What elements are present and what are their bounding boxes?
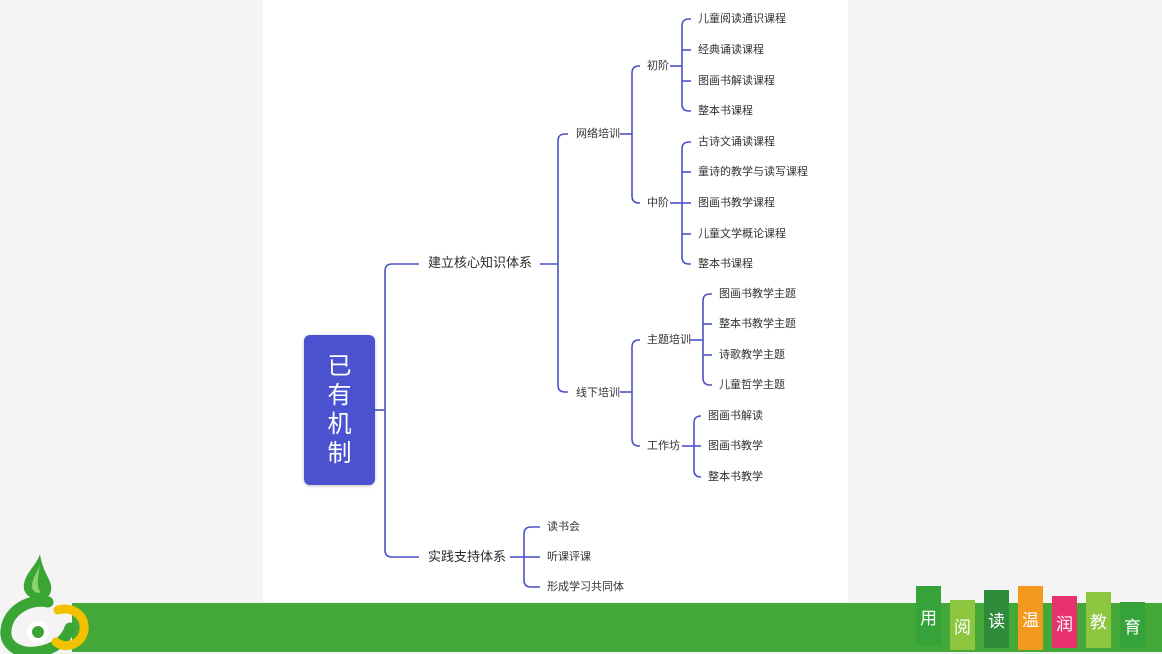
- leaf-node[interactable]: 图画书解读课程: [698, 74, 775, 87]
- mindmap-canvas: [263, 0, 848, 602]
- leaf-node[interactable]: 古诗文诵读课程: [698, 135, 775, 148]
- slogan-char-tile: 润: [1052, 596, 1077, 648]
- slogan-char-tile: 温: [1018, 586, 1043, 650]
- slogan-char-tile: 教: [1086, 592, 1111, 648]
- node-core-knowledge-system[interactable]: 建立核心知识体系: [428, 256, 533, 271]
- slogan-char-tile: 读: [984, 590, 1009, 648]
- node-beginner[interactable]: 初阶: [647, 59, 669, 72]
- leaf-node[interactable]: 儿童哲学主题: [719, 378, 785, 391]
- leaf-node[interactable]: 图画书解读: [708, 409, 763, 422]
- slogan-banner: 用阅读温润教育: [916, 586, 1156, 650]
- leaf-node[interactable]: 整本书教学主题: [719, 317, 796, 330]
- leaf-node[interactable]: 整本书课程: [698, 257, 753, 270]
- node-online-training[interactable]: 网络培训: [576, 127, 620, 140]
- leaf-node[interactable]: 诗歌教学主题: [719, 348, 785, 361]
- leaf-node[interactable]: 童诗的教学与读写课程: [698, 165, 808, 178]
- leaf-node[interactable]: 整本书课程: [698, 104, 753, 117]
- leaf-node[interactable]: 儿童阅读通识课程: [698, 12, 786, 25]
- node-lesson-review[interactable]: 听课评课: [547, 550, 591, 563]
- node-practice-support-system[interactable]: 实践支持体系: [428, 550, 507, 565]
- node-reading-club[interactable]: 读书会: [547, 520, 580, 533]
- leaf-node[interactable]: 图画书教学主题: [719, 287, 796, 300]
- leaf-node[interactable]: 经典诵读课程: [698, 43, 764, 56]
- slogan-char-tile: 用: [916, 586, 941, 646]
- brand-logo-icon: [0, 554, 89, 654]
- leaf-node[interactable]: 整本书教学: [708, 470, 763, 483]
- leaf-node[interactable]: 图画书教学课程: [698, 196, 775, 209]
- root-node-label: 已有机制: [327, 352, 352, 467]
- root-node[interactable]: 已有机制: [304, 335, 375, 485]
- node-theme-training[interactable]: 主题培训: [647, 333, 691, 346]
- leaf-node[interactable]: 图画书教学: [708, 439, 763, 452]
- node-learning-community[interactable]: 形成学习共同体: [547, 580, 624, 593]
- slogan-char-tile: 育: [1120, 602, 1145, 648]
- node-intermediate[interactable]: 中阶: [647, 196, 669, 209]
- node-offline-training[interactable]: 线下培训: [576, 386, 620, 399]
- leaf-node[interactable]: 儿童文学概论课程: [698, 227, 786, 240]
- slogan-char-tile: 阅: [950, 600, 975, 650]
- node-workshop[interactable]: 工作坊: [647, 439, 680, 452]
- footer-bar: [72, 603, 1162, 652]
